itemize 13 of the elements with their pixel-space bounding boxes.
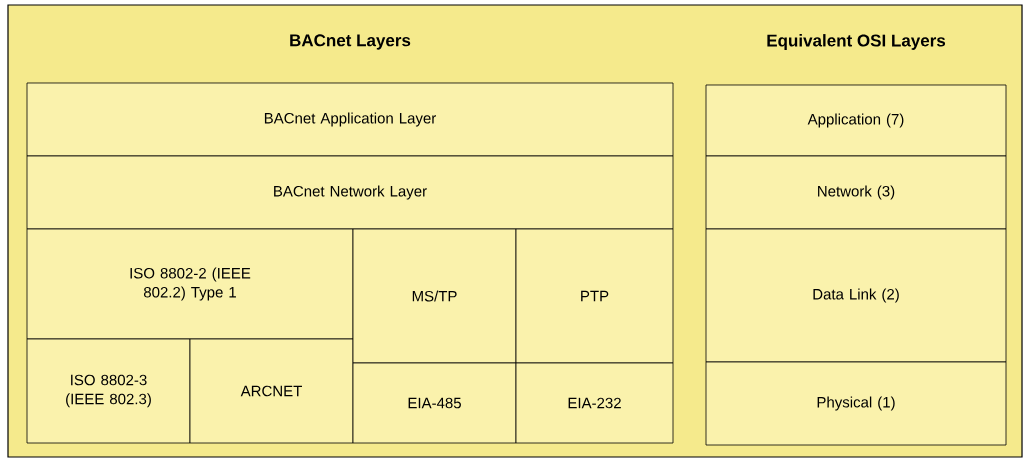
layer-box: ISO 8802-3 (IEEE 802.3)	[26, 338, 191, 444]
layer-box: EIA-485	[352, 362, 517, 444]
column-heading: Equivalent OSI Layers	[767, 34, 946, 50]
layer-box: Network (3)	[705, 155, 1007, 230]
layer-box: PTP	[515, 228, 674, 364]
layer-box: ARCNET	[189, 338, 354, 444]
layer-box: BACnet Application Layer	[26, 82, 674, 157]
column-heading: BACnet Layers	[290, 34, 411, 50]
layer-box: Physical (1)	[705, 361, 1007, 446]
layer-box: Application (7)	[705, 84, 1007, 157]
layer-box: Data Link (2)	[705, 228, 1007, 363]
layer-box: MS/TP	[352, 228, 517, 364]
layer-box: EIA-232	[515, 362, 674, 444]
